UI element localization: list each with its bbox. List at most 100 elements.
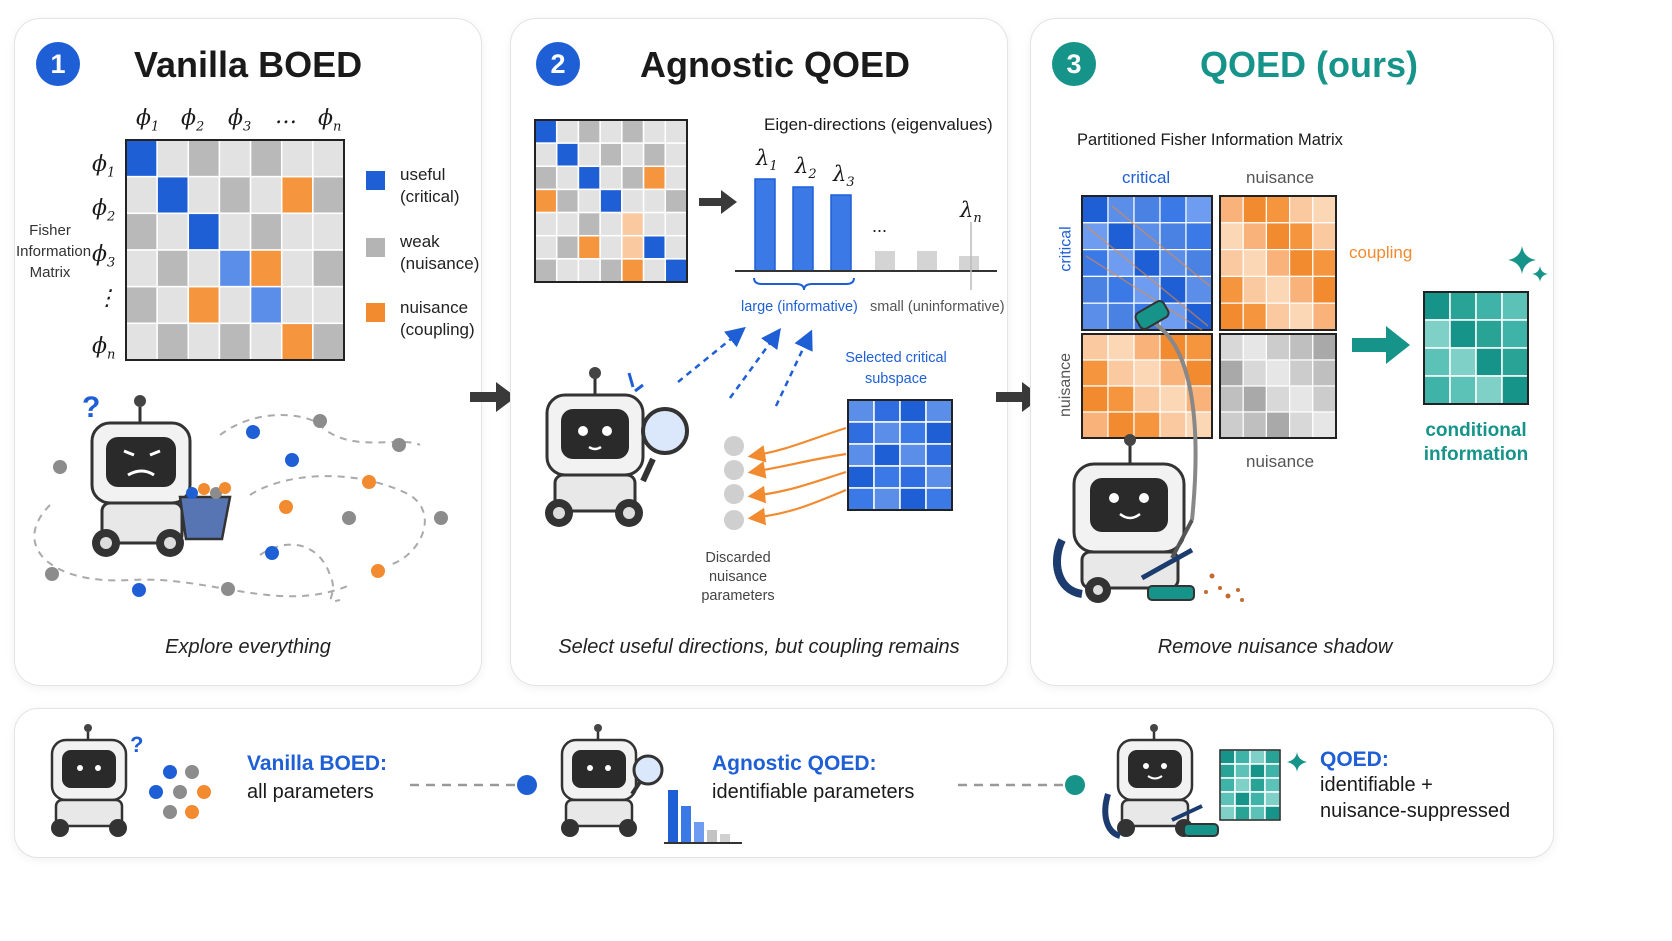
col-label-2: ϕ2 — [181, 106, 205, 135]
subspace-cell — [925, 421, 953, 445]
summary-teal-cell — [1234, 763, 1251, 779]
coupling-block-cell — [1133, 411, 1161, 439]
agnostic-cell — [555, 258, 580, 283]
fim-label: Fisher Information Matrix — [16, 222, 92, 281]
critical-block-cell — [1133, 195, 1161, 224]
summary-robot-magnifier — [560, 724, 742, 844]
col-label-3: ϕ3 — [228, 106, 252, 135]
agnostic-cell — [664, 165, 688, 191]
fisher-cell — [187, 139, 221, 178]
coupling-block-cell — [1289, 275, 1314, 304]
fisher-cell — [218, 175, 252, 215]
subspace-cell — [925, 465, 953, 489]
fisher-cell — [280, 249, 314, 288]
summary-teal-cell — [1249, 791, 1266, 807]
summary-qoed-title: QOED: — [1320, 748, 1389, 771]
critical-block-cell — [1185, 195, 1213, 224]
agnostic-cell — [642, 211, 667, 237]
panel1-caption: Explore everything — [165, 636, 331, 658]
conditional-cell — [1475, 347, 1503, 377]
eigenvalue-bar-uninformative — [875, 251, 895, 271]
panel2-caption: Select useful directions, but coupling r… — [558, 636, 960, 658]
subspace-cell — [873, 487, 901, 511]
connector-dashed-1 — [410, 775, 537, 795]
subspace-cell — [899, 443, 927, 467]
summary-agnostic-desc: identifiable parameters — [712, 781, 915, 803]
coupling-block-cell — [1312, 222, 1337, 251]
fisher-cell — [249, 285, 283, 325]
arrow-right-icon — [1352, 326, 1410, 364]
coupling-block-cell — [1242, 248, 1267, 277]
summary-teal-cell — [1264, 805, 1281, 821]
coupling-block-cell — [1242, 195, 1267, 224]
fisher-cell — [187, 175, 221, 215]
eigenvalue-bar-informative — [754, 178, 776, 272]
fisher-cell — [312, 175, 345, 215]
conditional-cell — [1475, 319, 1503, 349]
summary-vanilla-title: Vanilla BOED: — [247, 752, 388, 775]
summary-teal-cell — [1219, 791, 1236, 807]
fisher-cell — [312, 139, 345, 178]
agnostic-cell — [599, 142, 623, 168]
conditional-cell — [1501, 319, 1529, 349]
agnostic-cell — [642, 142, 667, 168]
agnostic-cell — [534, 119, 558, 144]
agnostic-cell — [555, 234, 580, 260]
fisher-cell — [218, 322, 252, 361]
lambda-n: λn — [960, 198, 982, 227]
bottom-nuisance-label: nuisance — [1246, 452, 1315, 471]
fisher-cell — [218, 139, 252, 178]
critical-block-cell — [1081, 248, 1109, 277]
connector-dashed-2 — [958, 775, 1085, 795]
conditional-cell — [1501, 375, 1529, 405]
exploring-robot-illustration: ? — [33, 391, 448, 603]
summary-qoed-desc-1: identifiable + — [1320, 774, 1433, 796]
agnostic-cell — [555, 211, 580, 237]
robot-magnifier-illustration — [545, 367, 689, 527]
eigen-ellipsis: ... — [872, 216, 888, 236]
legend-useful-swatch — [366, 171, 385, 190]
coupling-block-cell — [1289, 302, 1314, 331]
agnostic-cell — [577, 211, 601, 237]
nuisance-block-cell — [1312, 333, 1337, 361]
svg-text:?: ? — [130, 732, 143, 757]
summary-teal-cell — [1264, 749, 1281, 765]
nuisance-block-cell — [1289, 385, 1314, 413]
agnostic-cell — [555, 142, 580, 168]
fisher-cell — [125, 285, 158, 325]
agnostic-cell — [642, 119, 667, 144]
legend-weak-swatch — [366, 238, 385, 257]
summary-teal-cell — [1234, 777, 1251, 793]
subspace-cell — [847, 443, 875, 467]
summary-teal-cell — [1249, 805, 1266, 821]
coupling-block-cell — [1185, 333, 1213, 361]
conditional-cell — [1423, 375, 1451, 405]
legend-nuisance-swatch — [366, 303, 385, 322]
agnostic-cell — [642, 258, 667, 283]
nuisance-block-cell — [1265, 359, 1291, 387]
dashed-arrows — [677, 326, 813, 407]
coupling-block-cell — [1265, 302, 1291, 331]
agnostic-cell — [664, 258, 688, 283]
nuisance-block-cell — [1312, 359, 1337, 387]
critical-block-cell — [1185, 248, 1213, 277]
fisher-cell — [249, 322, 283, 361]
large-informative-label: large (informative) — [741, 299, 858, 315]
nuisance-block-cell — [1289, 359, 1314, 387]
conditional-cell — [1501, 347, 1529, 377]
fisher-matrix-grid — [125, 139, 345, 361]
nuisance-block-cell — [1289, 411, 1314, 439]
agnostic-cell — [621, 142, 645, 168]
agnostic-cell — [599, 119, 623, 144]
agnostic-cell — [664, 142, 688, 168]
fisher-cell — [249, 175, 283, 215]
agnostic-cell — [555, 165, 580, 191]
nuisance-block-cell — [1289, 333, 1314, 361]
coupling-block-cell — [1107, 411, 1135, 439]
critical-block-cell — [1185, 222, 1213, 251]
fisher-cell — [218, 249, 252, 288]
nuisance-block-cell — [1312, 411, 1337, 439]
row-label-2: ϕ2 — [92, 196, 116, 225]
subspace-cell — [899, 421, 927, 445]
